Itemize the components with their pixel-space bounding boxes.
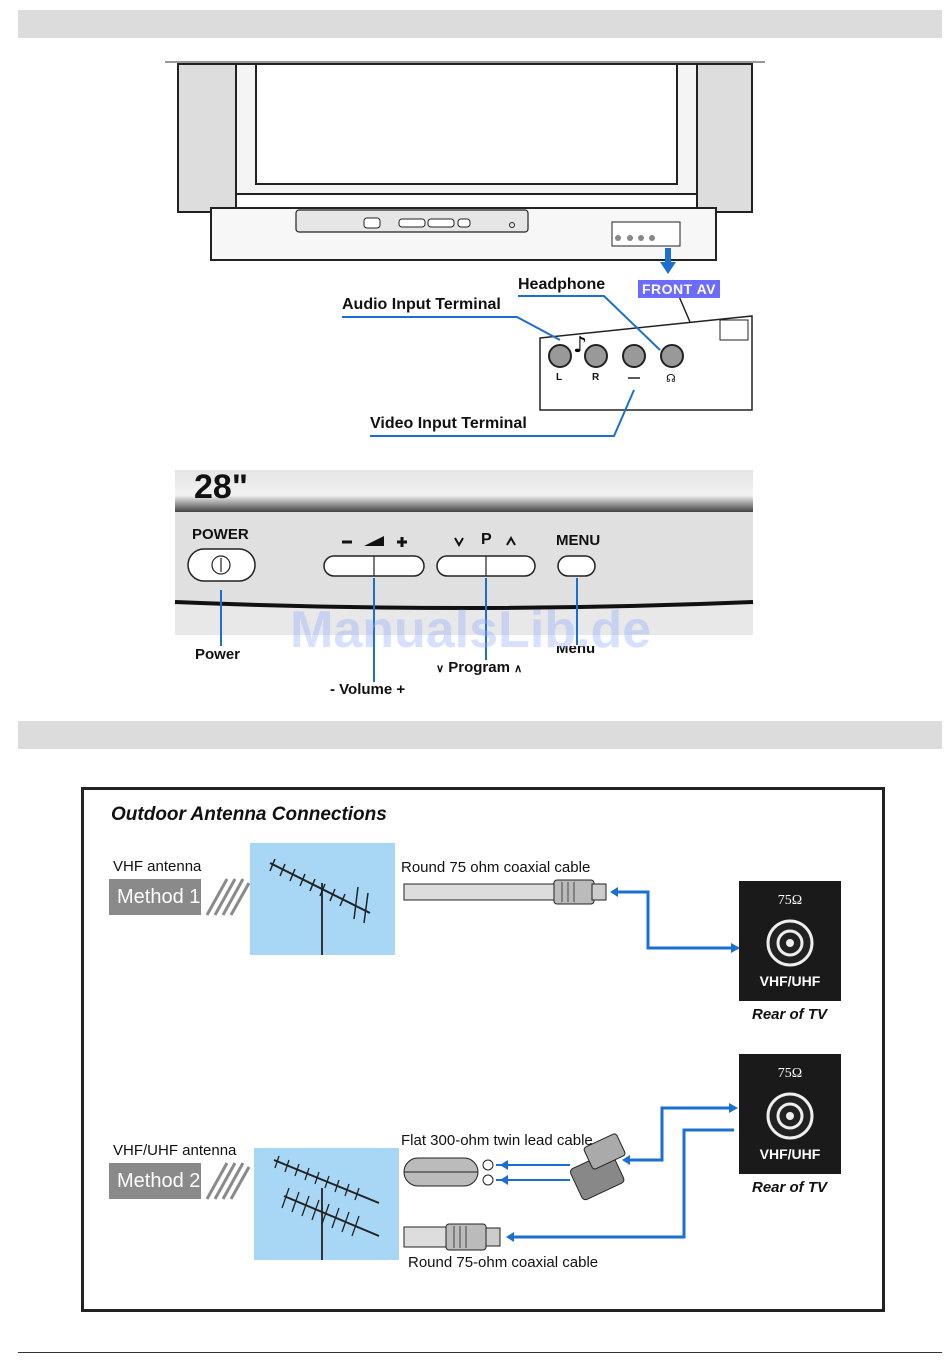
- port-label-2: VHF/UHF: [759, 1146, 821, 1162]
- method2-coax-label: Round 75-ohm coaxial cable: [408, 1254, 599, 1271]
- method2-label: Method 2: [109, 1163, 201, 1199]
- svg-text:♪: ♪: [573, 333, 587, 358]
- control-panel-illustration: [174, 470, 754, 682]
- method2-antenna-label: VHF/UHF antenna: [113, 1142, 237, 1159]
- tv-front-illustration: ♪ ☊: [165, 61, 765, 437]
- program-callout-row: ∨ Program ∧: [436, 659, 522, 676]
- audio-input-callout: Audio Input Terminal: [342, 296, 501, 313]
- vhf-antenna-image: [250, 843, 395, 955]
- method2-cables: [403, 1103, 738, 1251]
- coax-port-icon: [766, 1092, 814, 1140]
- front-av-badge: FRONT AV: [638, 280, 720, 298]
- method2-badge: Method 2: [109, 1162, 251, 1200]
- chevron-down-icon: ∨: [436, 663, 445, 675]
- coax-port-icon: [766, 919, 814, 967]
- section-header-bar-2: [18, 721, 942, 749]
- port-label-1: VHF/UHF: [759, 973, 821, 989]
- screen-size-label: 28": [194, 468, 248, 506]
- hatch-icon: [205, 878, 251, 916]
- menu-callout: Menu: [556, 640, 596, 657]
- video-input-callout: Video Input Terminal: [370, 415, 527, 432]
- method2-flat-cable-label: Flat 300-ohm twin lead cable: [401, 1132, 593, 1149]
- ohm-label-1: 75Ω: [777, 893, 803, 908]
- menu-text: MENU: [556, 532, 601, 549]
- program-callout: Program: [448, 659, 510, 676]
- method1-coax-cable: [403, 879, 740, 953]
- watermark: ManualsLib.de: [290, 601, 652, 659]
- jack-label-r: R: [592, 372, 600, 383]
- antenna-panel-title: Outdoor Antenna Connections: [111, 804, 387, 825]
- program-p-text: P: [481, 531, 492, 548]
- headphone-callout: Headphone: [518, 276, 606, 293]
- method1-antenna-label: VHF antenna: [113, 858, 202, 875]
- ohm-label-2: 75Ω: [777, 1066, 803, 1081]
- antenna-panel: [81, 787, 885, 1312]
- chevron-up-icon: ∧: [514, 663, 523, 675]
- rear-of-tv-label-1: Rear of TV: [752, 1006, 828, 1023]
- power-text: POWER: [192, 526, 249, 543]
- hatch-icon: [205, 1162, 251, 1200]
- method1-badge: Method 1: [109, 878, 251, 916]
- tv-rear-jack-2: 75Ω VHF/UHF: [739, 1054, 841, 1174]
- svg-text:☊: ☊: [666, 372, 676, 385]
- vhf-uhf-antenna-image: [254, 1148, 399, 1260]
- method1-cable-label: Round 75 ohm coaxial cable: [401, 859, 591, 876]
- method1-label: Method 1: [109, 879, 201, 915]
- section-header-bar: [18, 10, 942, 38]
- footer-rule: [18, 1352, 942, 1353]
- rear-of-tv-label-2: Rear of TV: [752, 1179, 828, 1196]
- volume-callout: - Volume +: [330, 681, 406, 698]
- tv-rear-jack-1: 75Ω VHF/UHF: [739, 881, 841, 1001]
- power-callout: Power: [195, 646, 241, 663]
- jack-label-l: L: [556, 372, 563, 383]
